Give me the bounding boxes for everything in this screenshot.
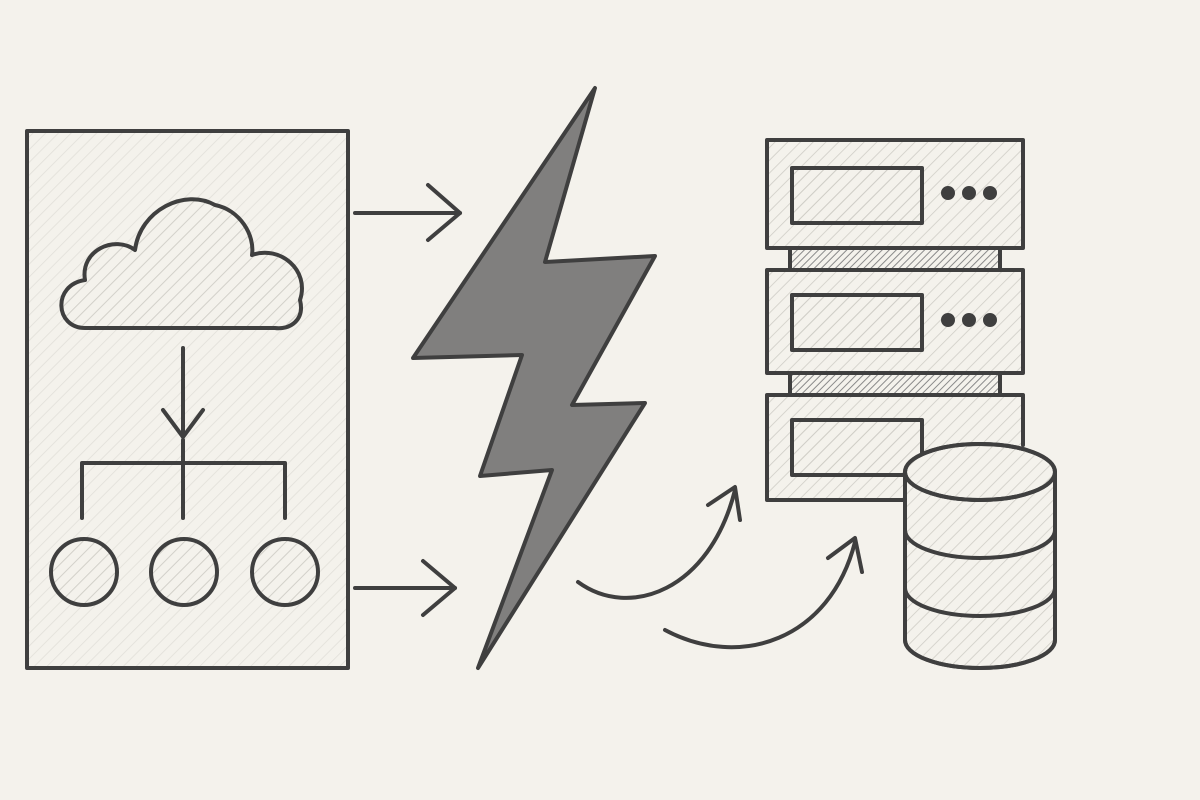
right-arrow-icon: [353, 559, 457, 617]
right-arrow-icon: [353, 183, 462, 242]
down-arrow-icon: [161, 346, 205, 439]
database-icon: [903, 442, 1057, 670]
server-rack-icon: [765, 138, 1025, 502]
hierarchy-tree-icon: [49, 438, 320, 607]
curved-arrow-icon: [663, 536, 864, 650]
lightning-bolt-icon: [411, 86, 657, 670]
curved-arrow-icon: [576, 485, 742, 600]
cloud-icon: [59, 197, 304, 331]
